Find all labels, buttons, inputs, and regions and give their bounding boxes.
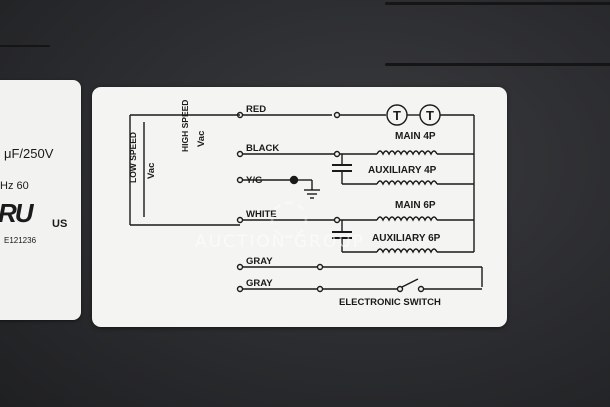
housing-groove-left bbox=[0, 45, 50, 47]
capacitor-label: μF/250V Hz 60 RU US E121236 bbox=[0, 80, 81, 320]
frequency-text: Hz 60 bbox=[0, 180, 29, 192]
gray-terminal-2 bbox=[236, 285, 244, 293]
housing-groove-bottom bbox=[385, 63, 610, 66]
high-speed-label: HIGH SPEED bbox=[180, 100, 190, 152]
housing-groove-top bbox=[385, 2, 610, 5]
thermal-label-1: T bbox=[393, 108, 401, 123]
wire-red-label: RED bbox=[246, 104, 266, 115]
aux-4p-winding bbox=[376, 180, 438, 186]
aux-4p-label: AUXILIARY 4P bbox=[368, 165, 437, 176]
wiring-diagram-label: T T RED BLACK Y/G WHITE GRAY GRAY MAIN 4… bbox=[92, 87, 507, 327]
cert-country: US bbox=[52, 218, 68, 230]
aux-6p-label: AUXILIARY 6P bbox=[372, 233, 441, 244]
electronic-switch bbox=[396, 285, 404, 293]
cert-mark: RU bbox=[0, 198, 34, 228]
wire-yg-label: Y/G bbox=[246, 175, 262, 186]
thermal-label-2: T bbox=[426, 108, 434, 123]
low-speed-label: LOW SPEED bbox=[128, 132, 138, 183]
main-6p-winding bbox=[376, 216, 438, 222]
main-6p-label: MAIN 6P bbox=[395, 200, 436, 211]
yg-terminal bbox=[236, 176, 244, 184]
black-terminal bbox=[236, 150, 244, 158]
low-speed-vac: Vac bbox=[146, 163, 157, 179]
gray-terminal-1 bbox=[236, 263, 244, 271]
aux-6p-winding bbox=[376, 248, 438, 254]
ground-node bbox=[289, 175, 299, 185]
watermark-logo-icon: ◌ bbox=[268, 188, 310, 244]
main-4p-label: MAIN 4P bbox=[395, 131, 436, 142]
wiring-diagram: T T RED BLACK Y/G WHITE GRAY GRAY MAIN 4… bbox=[128, 100, 483, 308]
wire-black-label: BLACK bbox=[246, 143, 279, 154]
electronic-switch-label: ELECTRONIC SWITCH bbox=[339, 297, 441, 308]
white-terminal bbox=[236, 216, 244, 224]
high-speed-vac: Vac bbox=[196, 131, 207, 147]
main-4p-winding bbox=[376, 150, 438, 156]
wire-white-label: WHITE bbox=[246, 209, 277, 220]
wire-gray-label-2: GRAY bbox=[246, 278, 273, 289]
cert-number: E121236 bbox=[4, 236, 37, 245]
wire-gray-label-1: GRAY bbox=[246, 256, 273, 267]
capacitor-rating: μF/250V bbox=[4, 146, 54, 161]
watermark-text: AUCTION GROUP bbox=[195, 232, 365, 252]
